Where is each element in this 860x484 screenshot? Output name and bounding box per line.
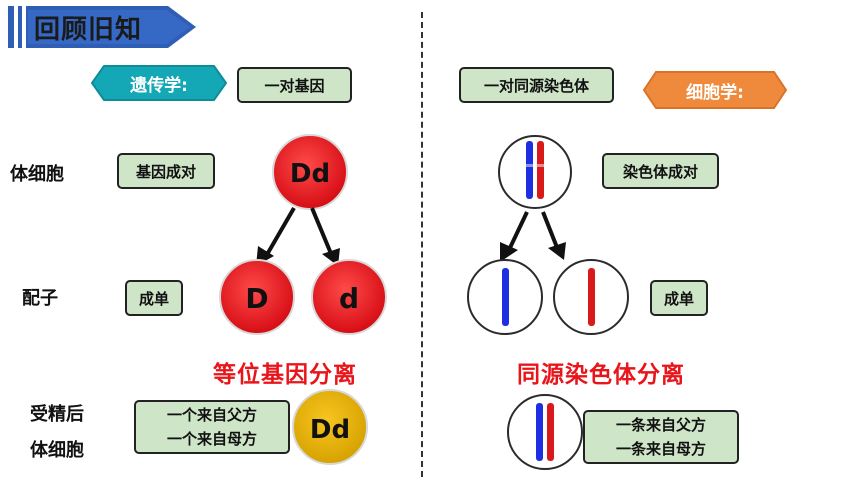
- chromosome-red: [537, 141, 544, 199]
- gamete-chromosome-red: [588, 268, 595, 326]
- gamete-label: 配子: [22, 288, 58, 309]
- zygote-label-line2: 体细胞: [30, 440, 84, 461]
- somatic-cell-label: 体细胞: [10, 164, 64, 185]
- gamete-ball-D: [219, 259, 295, 335]
- homologous-separation-title: 同源染色体分离: [517, 362, 685, 388]
- gamete-ball-d: [311, 259, 387, 335]
- genetics-tag-shape: [90, 65, 228, 101]
- cytology-tag-shape: [642, 71, 788, 109]
- genetics-tag: 遗传学:: [130, 75, 188, 96]
- zygote-label-line1: 受精后: [30, 404, 84, 425]
- chromosomes-single-box: 成单: [650, 280, 708, 316]
- zygote-cell-circle: [507, 394, 583, 470]
- page-title: 回顾旧知: [34, 15, 143, 45]
- gene-origin-line2: 一个来自母方: [166, 430, 257, 448]
- chromosomes-paired-box: 染色体成对: [602, 153, 719, 189]
- chromosome-blue: [526, 141, 533, 199]
- gamete-chromosome-blue: [502, 268, 509, 326]
- homologous-pair-box: 一对同源染色体: [459, 67, 614, 103]
- gamete-text-D: D: [245, 282, 268, 315]
- zygote-gene-ball: [292, 389, 368, 465]
- zygote-gene-text: Dd: [310, 415, 350, 445]
- centromere-blue: [525, 164, 534, 167]
- somatic-gene-ball: [272, 134, 348, 210]
- allele-separation-title: 等位基因分离: [213, 362, 357, 388]
- centromere-red: [536, 164, 545, 167]
- gene-pair-box: 一对基因: [237, 67, 352, 103]
- right-arrow-to-red: [541, 211, 560, 251]
- somatic-cell-circle: [498, 135, 572, 209]
- right-arrow-to-blue: [506, 211, 529, 253]
- left-arrow-to-d: [310, 207, 334, 257]
- left-arrow-to-D: [263, 206, 296, 260]
- gene-origin-line1: 一个来自父方: [166, 406, 257, 424]
- title-banner: [8, 6, 196, 48]
- somatic-gene-text: Dd: [290, 159, 330, 189]
- right-arrow-to-red-head: [548, 242, 566, 260]
- zygote-chromosome-red: [547, 403, 554, 461]
- gamete-text-d: d: [339, 282, 359, 315]
- chromosome-origin-line1: 一条来自父方: [615, 416, 706, 434]
- zygote-chromosome-blue: [536, 403, 543, 461]
- chromosome-origin-box: 一条来自父方 一条来自母方: [583, 410, 739, 464]
- center-divider: [421, 12, 423, 477]
- genes-single-box: 成单: [125, 280, 183, 316]
- gene-origin-box: 一个来自父方 一个来自母方: [134, 400, 290, 454]
- chromosome-origin-line2: 一条来自母方: [615, 440, 706, 458]
- cytology-tag: 细胞学:: [686, 82, 744, 103]
- right-arrow-to-blue-head: [500, 242, 518, 262]
- genes-paired-box: 基因成对: [117, 153, 215, 189]
